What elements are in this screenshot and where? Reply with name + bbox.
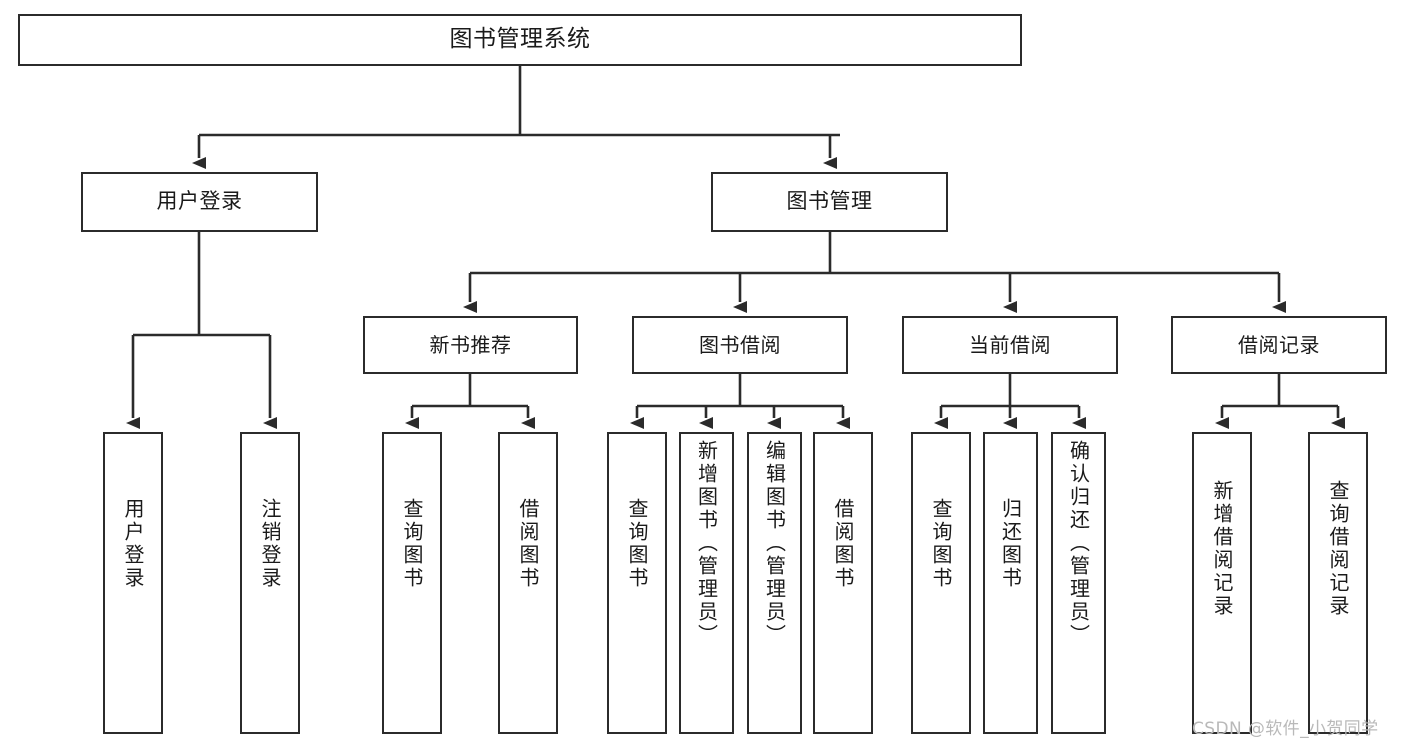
node-label: 编辑图书（管理员） <box>762 440 787 647</box>
node-label: 图书借阅 <box>699 332 781 357</box>
leaf-query-book-recommend[interactable]: 查询图书 <box>382 432 442 734</box>
node-book-borrow[interactable]: 图书借阅 <box>632 316 848 374</box>
node-root-library-system[interactable]: 图书管理系统 <box>18 14 1022 66</box>
node-label: 当前借阅 <box>969 332 1051 357</box>
node-label: 新增图书（管理员） <box>694 440 719 647</box>
node-new-book-recommend[interactable]: 新书推荐 <box>363 316 578 374</box>
leaf-logout[interactable]: 注销登录 <box>240 432 300 734</box>
node-label: 借阅图书 <box>831 498 855 590</box>
leaf-return-book[interactable]: 归还图书 <box>983 432 1038 734</box>
leaf-borrow-book-recommend[interactable]: 借阅图书 <box>498 432 558 734</box>
leaf-query-book-borrow[interactable]: 查询图书 <box>607 432 667 734</box>
node-label: 新增借阅记录 <box>1210 480 1234 618</box>
node-label: 用户登录 <box>156 189 243 214</box>
node-label: 查询借阅记录 <box>1326 480 1350 618</box>
node-label: 查询图书 <box>400 498 424 590</box>
node-borrow-records[interactable]: 借阅记录 <box>1171 316 1387 374</box>
leaf-query-borrow-record[interactable]: 查询借阅记录 <box>1308 432 1368 734</box>
node-label: 归还图书 <box>998 498 1023 590</box>
leaf-add-book-admin[interactable]: 新增图书（管理员） <box>679 432 734 734</box>
node-label: 新书推荐 <box>429 332 512 357</box>
node-label: 图书管理系统 <box>449 26 591 53</box>
leaf-edit-book-admin[interactable]: 编辑图书（管理员） <box>747 432 802 734</box>
node-label: 查询图书 <box>625 498 649 590</box>
node-label: 用户登录 <box>121 498 145 590</box>
node-label: 查询图书 <box>929 498 953 590</box>
node-label: 图书管理 <box>786 189 873 214</box>
leaf-user-login[interactable]: 用户登录 <box>103 432 163 734</box>
node-book-management[interactable]: 图书管理 <box>711 172 948 232</box>
node-current-borrow[interactable]: 当前借阅 <box>902 316 1118 374</box>
node-label: 确认归还（管理员） <box>1066 440 1091 647</box>
leaf-add-borrow-record[interactable]: 新增借阅记录 <box>1192 432 1252 734</box>
node-user-login[interactable]: 用户登录 <box>81 172 318 232</box>
watermark-text: CSDN @软件_小贺同学 <box>1192 719 1379 739</box>
node-label: 注销登录 <box>258 498 282 590</box>
node-label: 借阅记录 <box>1238 332 1320 357</box>
node-label: 借阅图书 <box>516 498 540 590</box>
leaf-confirm-return-admin[interactable]: 确认归还（管理员） <box>1051 432 1106 734</box>
leaf-borrow-book[interactable]: 借阅图书 <box>813 432 873 734</box>
leaf-query-book-current[interactable]: 查询图书 <box>911 432 971 734</box>
